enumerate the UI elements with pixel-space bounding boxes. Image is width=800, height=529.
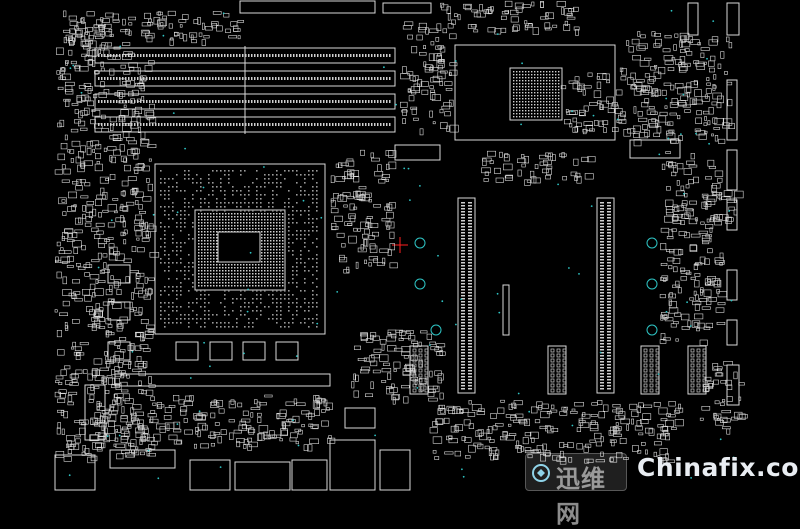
cpu-socket [154, 163, 326, 335]
vias [414, 237, 658, 336]
boardview-canvas[interactable] [0, 0, 800, 493]
dimm-slots [94, 46, 396, 134]
board-components [54, 0, 740, 491]
pch-outline [454, 44, 616, 141]
pcie-slots [457, 197, 615, 394]
fine-detail [54, 0, 748, 480]
rear-io [54, 407, 411, 491]
